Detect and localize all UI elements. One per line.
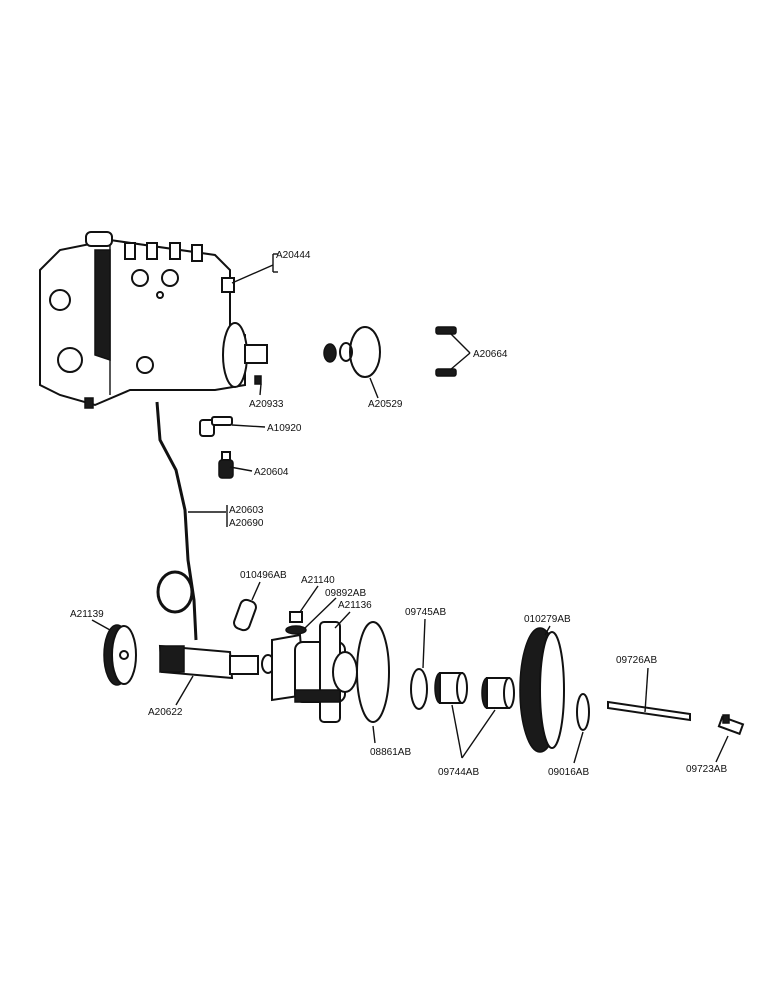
label-a21140: A21140: [301, 575, 335, 586]
label-a21139: A21139: [70, 609, 104, 620]
label-a20933: A20933: [249, 399, 284, 410]
fuel-line-coil: [156, 570, 194, 614]
label-09745ab: 09745AB: [405, 607, 446, 618]
label-a20622: A20622: [148, 707, 183, 718]
large-helical-gear: [519, 627, 565, 753]
gear-housing: [271, 621, 358, 723]
o-ring-part: [356, 621, 390, 723]
label-09744ab: 09744AB: [438, 767, 479, 778]
screw-part: [254, 375, 262, 385]
washer-part: [285, 625, 307, 635]
label-a20603: A20603: [229, 505, 264, 516]
bolt-part: [435, 326, 457, 377]
snap-ring: [576, 693, 590, 731]
label-08861ab: 08861AB: [370, 747, 411, 758]
injection-pump-assembly: [39, 231, 268, 409]
nut-part: [323, 342, 353, 363]
bolt-part: [289, 611, 303, 623]
label-a20604: A20604: [254, 467, 289, 478]
thrust-washer: [410, 668, 428, 710]
pump-drive-shaft: [158, 644, 275, 680]
threaded-rod: [607, 700, 691, 722]
leader-lines: [91, 253, 729, 764]
label-a20529: A20529: [368, 399, 403, 410]
adjusting-screw: [717, 714, 745, 736]
label-a21136: A21136: [338, 600, 372, 611]
fuel-line-tube: [155, 401, 198, 641]
label-a20444: A20444: [276, 250, 311, 261]
bearing-part: [434, 672, 468, 704]
label-09723ab: 09723AB: [686, 764, 727, 775]
label-09016ab: 09016AB: [548, 767, 589, 778]
elbow-fitting: [199, 416, 233, 437]
label-a20690: A20690: [229, 518, 264, 529]
fitting-part: [218, 451, 234, 479]
bearing-part: [481, 677, 515, 709]
label-09892ab: 09892AB: [325, 588, 366, 599]
label-010279ab: 010279AB: [524, 614, 571, 625]
label-010496ab: 010496AB: [240, 570, 287, 581]
label-a20664: A20664: [473, 349, 508, 360]
drive-gear: [103, 624, 137, 686]
label-09726ab: 09726AB: [616, 655, 657, 666]
gasket-ring: [349, 326, 381, 378]
label-a10920: A10920: [267, 423, 302, 434]
clip-part: [233, 598, 257, 632]
